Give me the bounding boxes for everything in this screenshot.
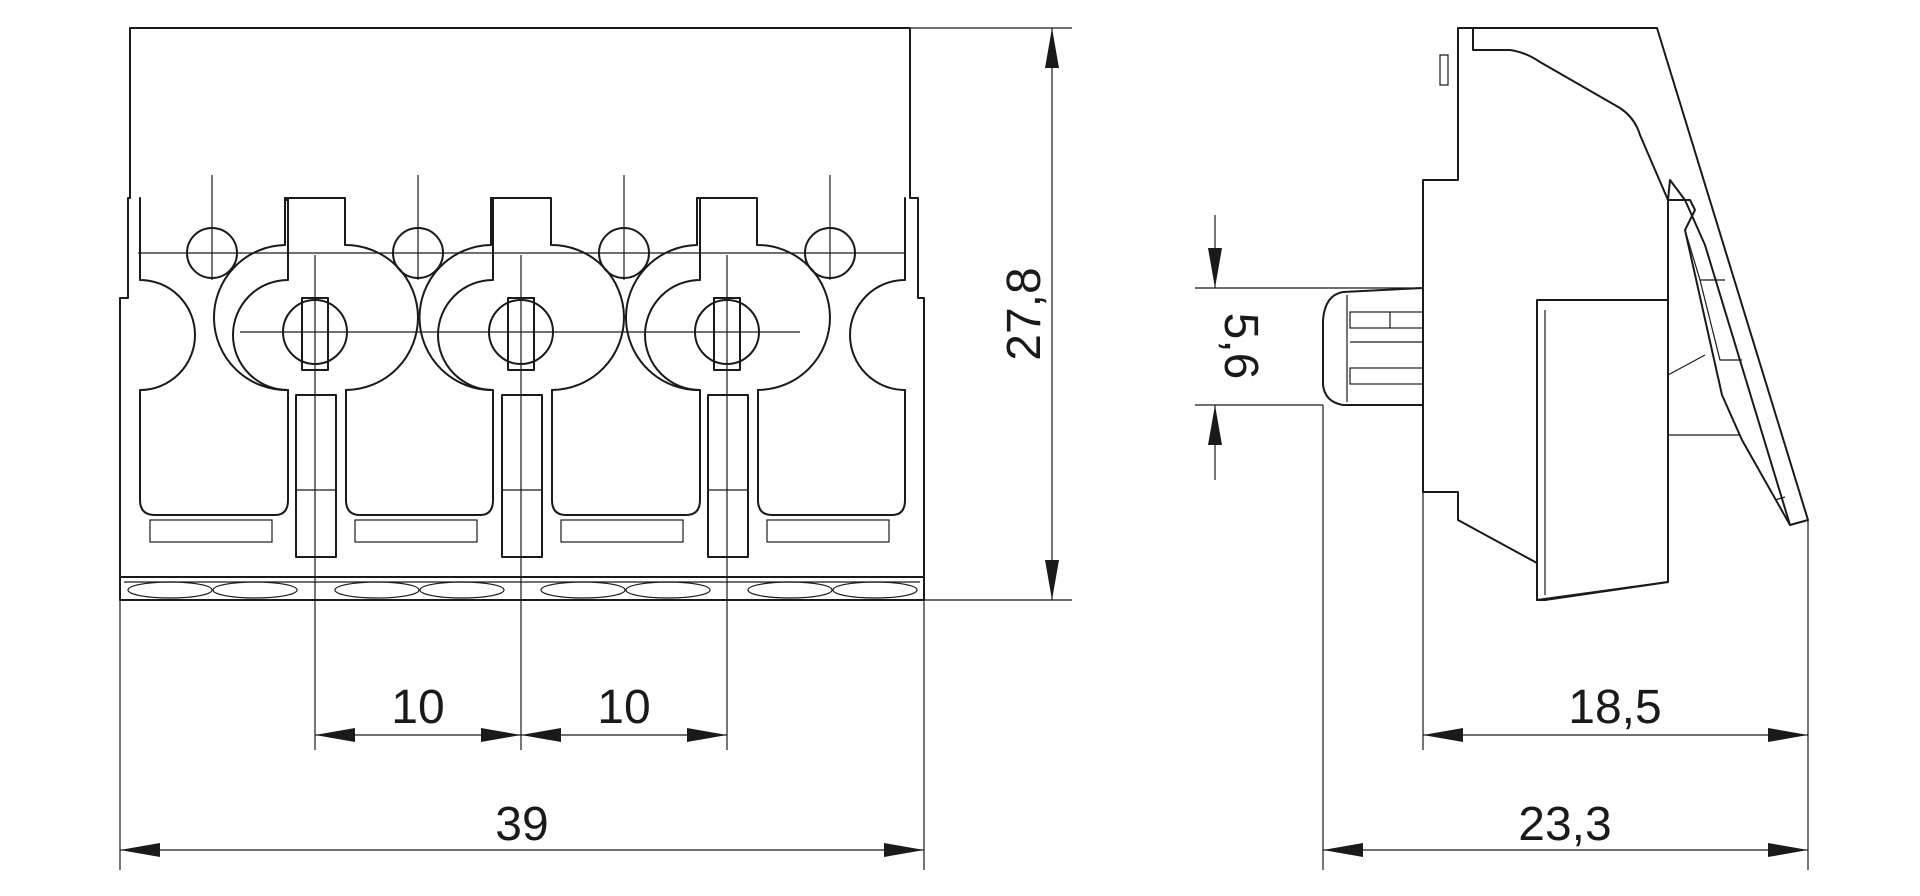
pin-tower-2: [418, 197, 625, 558]
side-body-outline: [1422, 27, 1809, 601]
side-pin: [1322, 287, 1424, 406]
side-view: 5,6 18,5 23,3: [1195, 27, 1809, 870]
base-ovals: [127, 581, 918, 599]
dim-side-inner-depth: 18,5: [1423, 681, 1808, 742]
dim-pin-offset-label: 5,6: [1214, 313, 1267, 380]
dim-height: 27,8: [998, 28, 1059, 600]
dim-pitch-right: 10: [521, 681, 727, 742]
front-view: 10 10 39 27,8: [119, 27, 1072, 870]
pin-tower-1: [213, 197, 419, 558]
dim-pitch-right-label: 10: [597, 681, 650, 734]
pin-tower-3: [625, 197, 831, 558]
dim-pin-offset: 5,6: [1208, 215, 1267, 480]
chamber-4: [757, 197, 906, 543]
chamber-1: [139, 197, 289, 543]
dim-pitch-left-label: 10: [391, 681, 444, 734]
dim-pitch-left: 10: [315, 681, 521, 742]
dim-side-total-depth: 23,3: [1323, 798, 1808, 857]
dim-side-total-depth-label: 23,3: [1518, 798, 1611, 851]
dim-height-label: 27,8: [998, 267, 1051, 360]
dim-side-inner-depth-label: 18,5: [1568, 681, 1661, 734]
dim-total-width: 39: [120, 798, 924, 857]
dim-total-width-label: 39: [495, 798, 548, 851]
chamber-2: [345, 197, 494, 543]
chamber-3: [551, 197, 701, 543]
center-lines: [138, 175, 905, 750]
